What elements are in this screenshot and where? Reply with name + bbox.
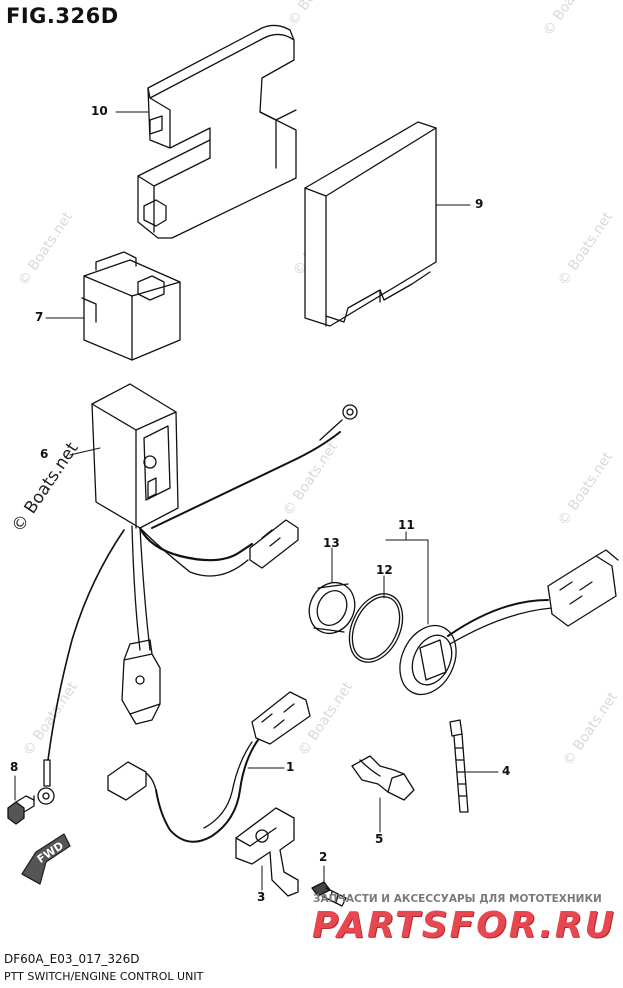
callout-5: 5 [375, 832, 384, 846]
callout-13: 13 [323, 536, 340, 550]
callout-10: 10 [91, 104, 108, 118]
part-1-harness [107, 691, 311, 843]
part-8-bolt [7, 795, 35, 825]
part-2-screw [311, 881, 347, 907]
part-10-holder [137, 24, 297, 239]
callout-1: 1 [286, 760, 295, 774]
callout-12: 12 [376, 563, 393, 577]
part-12-oring [348, 593, 404, 663]
part-11-ptt-switch [399, 549, 619, 696]
figure-description: PTT SWITCH/ENGINE CONTROL UNIT [4, 970, 204, 983]
part-9-ecu [304, 121, 437, 327]
callout-6: 6 [40, 447, 49, 461]
callout-2: 2 [319, 850, 328, 864]
part-13-collar [308, 582, 356, 634]
part-6-control-unit [37, 383, 358, 805]
part-7-relay [81, 251, 181, 361]
figure-title: FIG.326D [6, 4, 119, 28]
callout-8: 8 [10, 760, 19, 774]
callout-11: 11 [398, 518, 415, 532]
callout-4: 4 [502, 764, 511, 778]
model-code: DF60A_E03_017_326D [4, 952, 140, 966]
leader-lines [14, 111, 499, 891]
promo-tagline: ЗАПЧАСТИ И АКСЕССУАРЫ ДЛЯ МОТОТЕХНИКИ [313, 893, 602, 905]
callout-7: 7 [35, 310, 44, 324]
part-4-cable-tie [449, 719, 469, 813]
fwd-arrow-badge [21, 833, 71, 885]
callout-3: 3 [257, 890, 266, 904]
callout-9: 9 [475, 197, 484, 211]
promo-logo[interactable]: PARTSFOR.RU [312, 905, 616, 946]
part-5-clip [351, 755, 415, 801]
part-3-bracket [235, 807, 299, 897]
